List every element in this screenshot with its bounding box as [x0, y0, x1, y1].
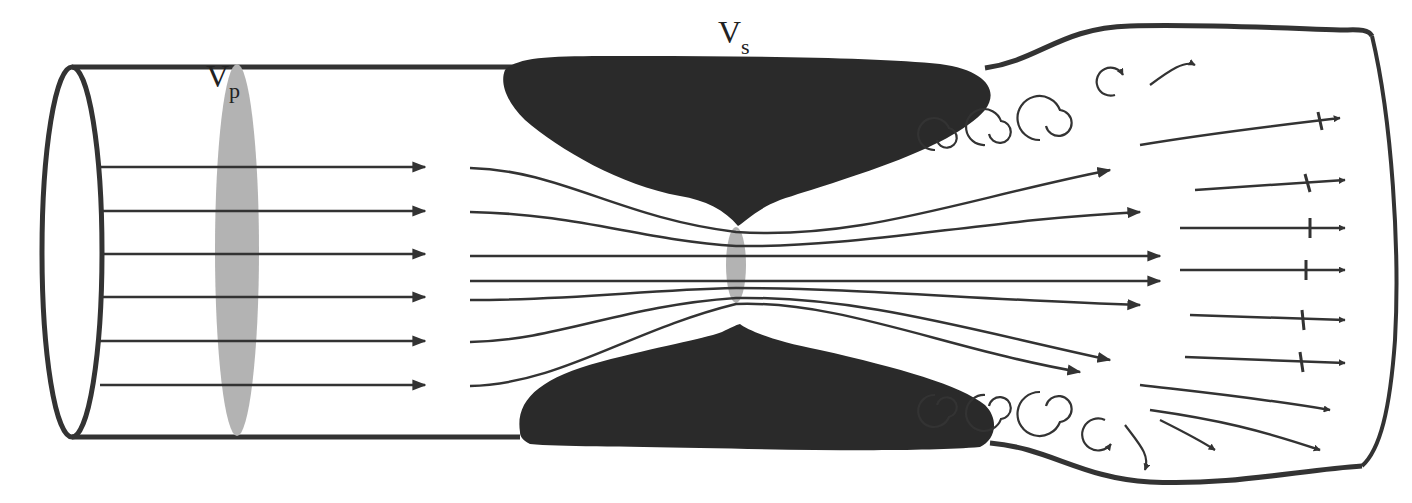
tick: [1309, 218, 1312, 238]
velocity-symbol: V: [206, 60, 229, 92]
lower-plaque: [519, 324, 994, 450]
flow-arrow: [1185, 357, 1345, 363]
eddy: [966, 109, 1011, 145]
flow-arrow: [100, 210, 425, 213]
flow-arrow: [1180, 227, 1345, 230]
dilated-top-wall: [985, 25, 1372, 68]
eddy: [966, 395, 1011, 431]
flow-arrow: [1180, 269, 1345, 272]
eddies: [918, 64, 1215, 470]
velocity-plane: [726, 227, 746, 303]
eddy: [1150, 64, 1195, 85]
flow-arrow: [1190, 315, 1345, 320]
eddy: [1018, 392, 1072, 436]
vessel-top-wall: [72, 65, 520, 70]
velocity-symbol: V: [718, 16, 741, 48]
vessel-wall: [42, 25, 1396, 482]
flow-arrow: [1195, 180, 1345, 190]
eddy: [1082, 418, 1111, 450]
tick: [1300, 352, 1303, 372]
velocity-subscript: p: [229, 80, 240, 102]
downstream-arrows: [1140, 118, 1345, 450]
flow-arrow: [1150, 410, 1320, 450]
tick: [1305, 260, 1308, 280]
tick: [1302, 310, 1304, 330]
dilated-bottom-wall: [990, 443, 1362, 483]
flow-arrow: [100, 253, 425, 256]
streamline: [470, 255, 1160, 258]
flow-arrow: [100, 384, 425, 387]
streamline: [470, 280, 1160, 283]
eddy: [1097, 68, 1123, 96]
streamline: [470, 288, 1140, 305]
flow-arrows: [100, 167, 425, 385]
eddy: [1018, 96, 1072, 140]
tick: [1305, 174, 1310, 192]
flow-arrow: [100, 340, 425, 343]
streamlines: [470, 168, 1160, 386]
eddy: [918, 395, 957, 427]
eddy: [1160, 420, 1215, 450]
eddy: [918, 118, 957, 150]
velocity-ticks: [1300, 112, 1322, 372]
vessel-bottom-wall: [72, 435, 520, 440]
flow-arrow: [100, 166, 425, 169]
flow-arrow: [1140, 118, 1340, 145]
tick: [1318, 112, 1322, 130]
velocity-plane: [215, 64, 259, 436]
flow-arrow: [1140, 385, 1330, 410]
vessel-end: [1362, 36, 1396, 466]
streamline: [470, 212, 1140, 246]
eddy: [1125, 425, 1146, 470]
flow-arrow: [100, 296, 425, 299]
upper-plaque: [503, 56, 990, 226]
streamline: [470, 304, 1080, 386]
vessel-opening: [42, 67, 102, 437]
velocity-subscript: s: [741, 36, 750, 58]
